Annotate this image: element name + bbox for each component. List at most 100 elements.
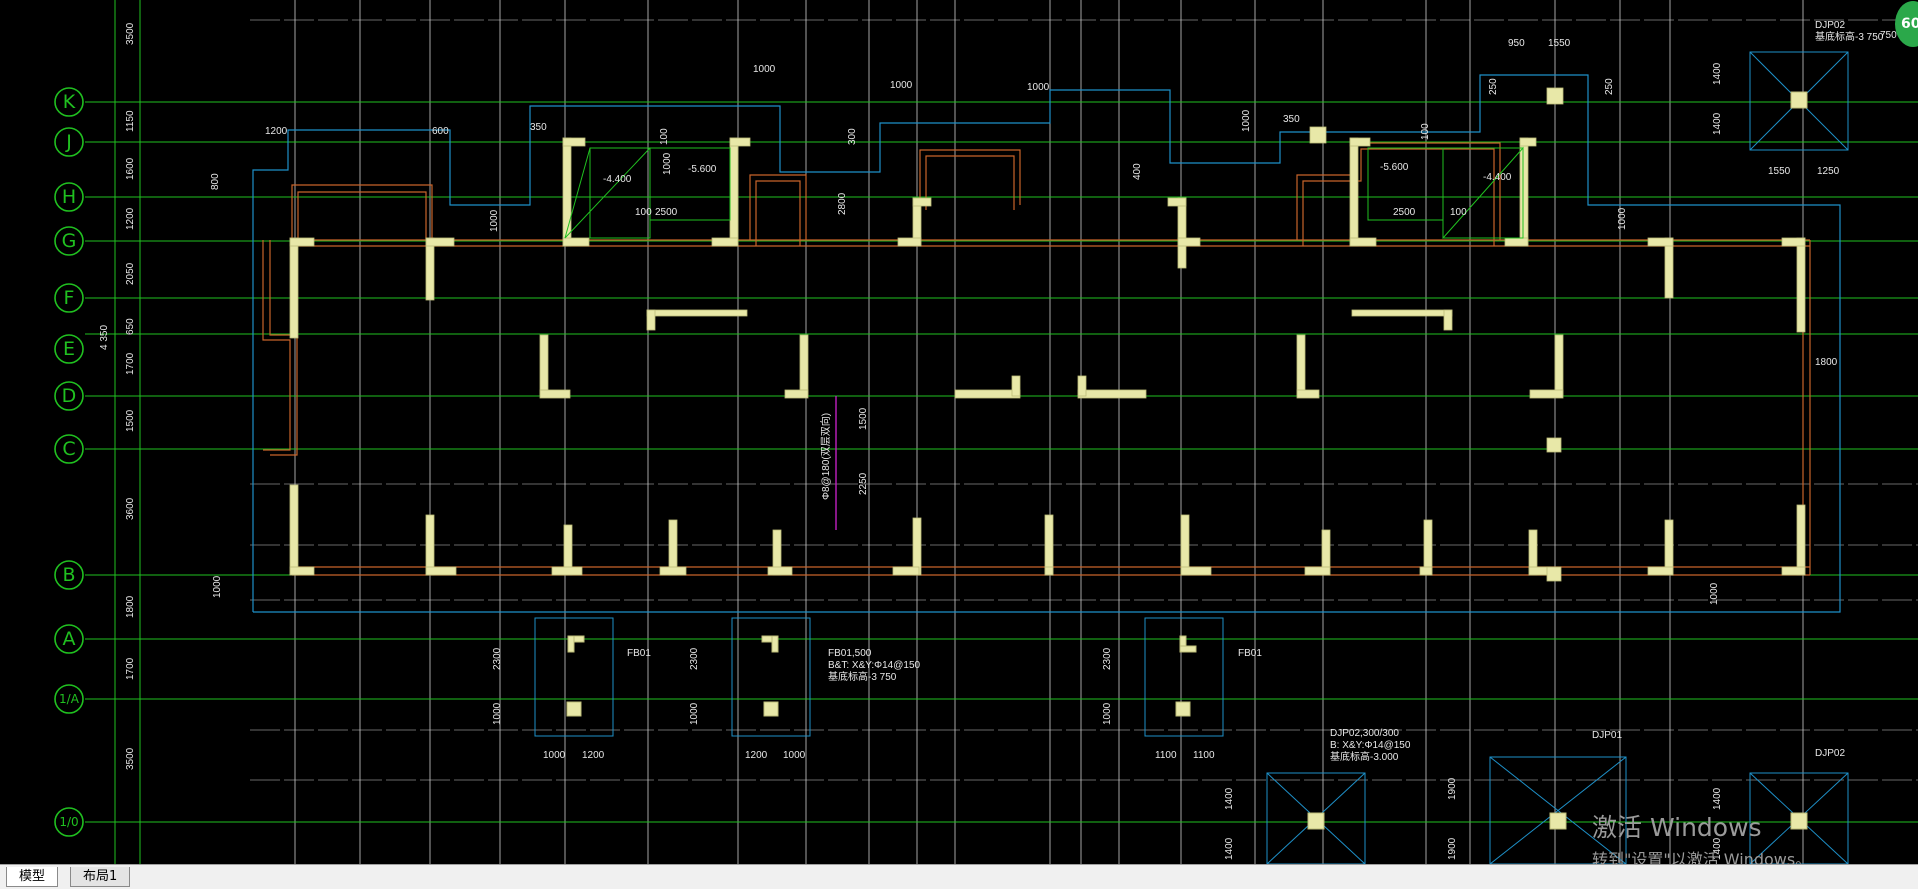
svg-text:100: 100 [659, 128, 670, 145]
svg-text:DJP02,300/300: DJP02,300/300 [1330, 728, 1399, 739]
row-spacing-labels: 3500 1150 1600 1200 2050 650 1700 1500 3… [99, 22, 136, 770]
svg-text:4 350: 4 350 [99, 325, 110, 350]
svg-text:1550: 1550 [1768, 166, 1791, 177]
axis-bubble-A: A [54, 624, 84, 654]
svg-text:400: 400 [1132, 163, 1143, 180]
svg-text:基底标高-3.000: 基底标高-3.000 [1330, 750, 1399, 763]
pile-cap-columns [566, 91, 1808, 830]
tab-model[interactable]: 模型 [6, 867, 59, 887]
svg-text:2800: 2800 [837, 192, 848, 215]
svg-text:F: F [64, 287, 75, 309]
svg-text:1800: 1800 [125, 595, 136, 618]
svg-text:1000: 1000 [1617, 207, 1628, 230]
svg-text:基底标高-3 750: 基底标高-3 750 [828, 670, 897, 683]
horizontal-grid-lines [250, 19, 1918, 781]
svg-text:2300: 2300 [689, 647, 700, 670]
svg-text:1100: 1100 [1193, 750, 1215, 761]
svg-text:1100: 1100 [1155, 750, 1177, 761]
svg-text:1000: 1000 [1709, 582, 1720, 605]
svg-text:1000: 1000 [1241, 109, 1252, 132]
svg-text:1200: 1200 [125, 207, 136, 230]
left-dimension-chain [114, 0, 141, 864]
svg-text:1000: 1000 [689, 702, 700, 725]
svg-text:3600: 3600 [125, 497, 136, 520]
svg-text:B&T: X&Y:Φ14@150: B&T: X&Y:Φ14@150 [828, 660, 921, 671]
svg-text:1250: 1250 [1817, 166, 1840, 177]
svg-text:1200: 1200 [745, 750, 768, 761]
axis-bubble-F: F [54, 283, 84, 313]
svg-text:1200: 1200 [265, 126, 288, 137]
axis-bubble-J: J [54, 127, 84, 157]
svg-text:1150: 1150 [125, 110, 136, 132]
svg-text:H: H [62, 186, 76, 208]
svg-text:100: 100 [1420, 123, 1431, 140]
svg-text:1000: 1000 [1102, 702, 1113, 725]
svg-text:800: 800 [210, 173, 221, 190]
svg-text:B: B [62, 564, 75, 586]
shear-walls [289, 87, 1806, 582]
svg-text:1/0: 1/0 [59, 815, 78, 829]
dimension-labels: 1200 600 350 800 1000 1000 1000 1000 -4.… [210, 30, 1897, 860]
axis-bubble-1A: 1/A [54, 684, 84, 714]
cad-drawing-canvas[interactable]: K J H G F E D C B A 1/A 1/0 3500 1150 16… [0, 0, 1918, 864]
tab-layout1[interactable]: 布局1 [70, 867, 131, 887]
svg-text:J: J [65, 131, 72, 153]
svg-text:DJP01: DJP01 [1592, 730, 1622, 741]
svg-text:1400: 1400 [1224, 787, 1235, 810]
pile-caps [534, 51, 1849, 864]
svg-text:-5.600: -5.600 [1380, 162, 1409, 173]
svg-text:基底标高-3 750: 基底标高-3 750 [1815, 30, 1884, 43]
svg-text:650: 650 [125, 318, 136, 335]
axis-bubble-K: K [54, 87, 84, 117]
pit-outlines [564, 146, 1524, 239]
svg-text:1000: 1000 [890, 80, 913, 91]
svg-text:2300: 2300 [1102, 647, 1113, 670]
svg-text:950: 950 [1508, 38, 1525, 49]
svg-text:1550: 1550 [1548, 38, 1571, 49]
axis-bubble-G: G [54, 226, 84, 256]
windows-activation-watermark: 激活 Windows 转到"设置"以激活 Windows。 [1592, 808, 1811, 870]
svg-text:1000: 1000 [489, 209, 500, 232]
svg-text:1400: 1400 [1712, 62, 1723, 85]
svg-text:350: 350 [530, 122, 547, 133]
svg-text:300: 300 [847, 128, 858, 145]
svg-text:1200: 1200 [582, 750, 605, 761]
vertical-grid-lines [294, 0, 1804, 864]
svg-text:E: E [63, 338, 75, 360]
layout-tab-bar: 模型 布局1 [0, 864, 1918, 889]
watermark-line-1: 激活 Windows [1592, 813, 1762, 842]
foundation-beams [262, 142, 1811, 576]
axis-bubble-C: C [54, 434, 84, 464]
svg-text:1000: 1000 [212, 575, 223, 598]
svg-text:1800: 1800 [1815, 357, 1838, 368]
svg-text:G: G [62, 230, 77, 252]
status-badge[interactable]: 60 [1895, 1, 1918, 47]
svg-text:2500: 2500 [1393, 207, 1416, 218]
svg-text:600: 600 [432, 126, 449, 137]
svg-text:750: 750 [1880, 30, 1897, 41]
svg-text:2300: 2300 [492, 647, 503, 670]
svg-text:2500: 2500 [655, 207, 678, 218]
svg-text:1000: 1000 [492, 702, 503, 725]
svg-text:100: 100 [635, 207, 652, 218]
svg-text:100: 100 [1450, 207, 1467, 218]
svg-text:K: K [63, 91, 76, 113]
axis-bubble-E: E [54, 334, 84, 364]
svg-text:FB01,500: FB01,500 [828, 648, 872, 659]
svg-text:1900: 1900 [1447, 837, 1458, 860]
svg-text:DJP02: DJP02 [1815, 748, 1845, 759]
svg-text:1000: 1000 [1027, 82, 1050, 93]
svg-text:1/A: 1/A [59, 692, 80, 706]
svg-text:D: D [62, 385, 77, 407]
svg-text:350: 350 [1283, 114, 1300, 125]
axis-bubble-H: H [54, 182, 84, 212]
svg-text:1400: 1400 [1224, 837, 1235, 860]
foundation-outline [252, 74, 1841, 613]
svg-text:1000: 1000 [662, 152, 673, 175]
svg-text:1500: 1500 [125, 409, 136, 432]
svg-text:2050: 2050 [125, 262, 136, 285]
svg-text:B: X&Y:Φ14@150: B: X&Y:Φ14@150 [1330, 740, 1411, 751]
svg-text:FB01: FB01 [1238, 648, 1262, 659]
svg-text:3500: 3500 [125, 747, 136, 770]
svg-text:1900: 1900 [1447, 777, 1458, 800]
